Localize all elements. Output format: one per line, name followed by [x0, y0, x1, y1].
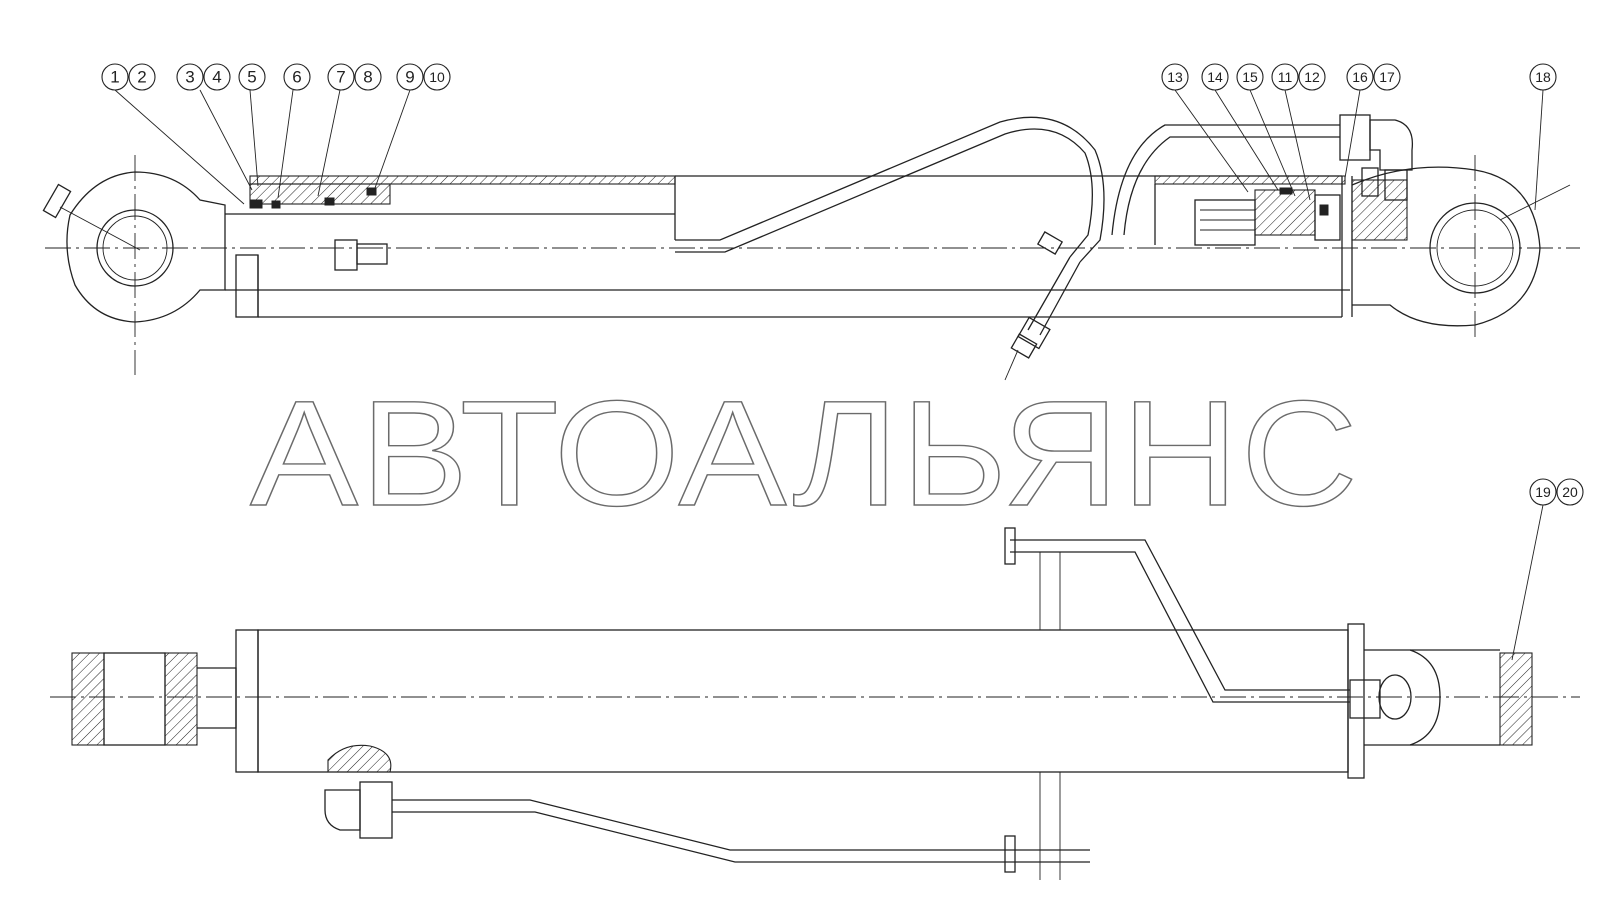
balloon-8: 8 [354, 63, 382, 91]
balloon-14-label: 14 [1207, 69, 1223, 85]
balloon-16-label: 16 [1352, 69, 1368, 85]
top-leader-lines [114, 89, 1544, 211]
balloon-8-label: 8 [363, 68, 372, 87]
right-end-cap [1351, 166, 1571, 327]
balloon-10-label: 10 [429, 69, 445, 85]
balloon-4-label: 4 [212, 68, 221, 87]
bottom-upper-pipe [1004, 527, 1350, 703]
balloon-3-label: 3 [185, 68, 194, 87]
balloon-20: 20 [1556, 478, 1584, 506]
balloon-14: 14 [1201, 63, 1229, 91]
balloon-13-label: 13 [1167, 69, 1183, 85]
balloon-7: 7 [327, 63, 355, 91]
balloon-4: 4 [203, 63, 231, 91]
top-pipe [675, 116, 1105, 381]
balloon-2-label: 2 [137, 68, 146, 87]
piston [1194, 187, 1341, 246]
balloon-6-label: 6 [292, 68, 301, 87]
balloon-18: 18 [1529, 63, 1557, 91]
balloon-5: 5 [238, 63, 266, 91]
balloon-9-label: 9 [405, 68, 414, 87]
balloon-1: 1 [101, 63, 129, 91]
balloon-7-label: 7 [336, 68, 345, 87]
balloon-5-label: 5 [247, 68, 256, 87]
balloon-12: 12 [1298, 63, 1326, 91]
left-eye-section [71, 652, 237, 746]
rod-gland [249, 183, 391, 271]
balloon-18-label: 18 [1535, 69, 1551, 85]
right-pipe [1111, 114, 1414, 236]
balloon-17: 17 [1373, 63, 1401, 91]
balloon-19: 19 [1529, 478, 1557, 506]
balloon-6: 6 [283, 63, 311, 91]
balloon-20-label: 20 [1562, 484, 1578, 500]
balloon-1-label: 1 [110, 68, 119, 87]
watermark-text: АВТОАЛЬЯНС [250, 369, 1360, 537]
bottom-lower-pipe [324, 744, 1090, 880]
balloon-19-label: 19 [1535, 484, 1551, 500]
balloon-10: 10 [423, 63, 451, 91]
balloon-15-label: 15 [1242, 69, 1258, 85]
balloon-11: 11 [1271, 63, 1299, 91]
leader-19-20 [1511, 504, 1544, 661]
balloon-2: 2 [128, 63, 156, 91]
cylinder-barrel [235, 175, 1353, 318]
balloon-11-label: 11 [1278, 69, 1293, 85]
bottom-barrel [235, 623, 1533, 779]
balloon-15: 15 [1236, 63, 1264, 91]
left-rod-eye [42, 171, 226, 323]
balloon-13: 13 [1161, 63, 1189, 91]
balloon-16: 16 [1346, 63, 1374, 91]
balloon-9: 9 [396, 63, 424, 91]
balloon-17-label: 17 [1379, 69, 1395, 85]
bottom-view [50, 504, 1580, 880]
balloon-12-label: 12 [1304, 69, 1320, 85]
balloon-3: 3 [176, 63, 204, 91]
top-view [42, 89, 1580, 381]
